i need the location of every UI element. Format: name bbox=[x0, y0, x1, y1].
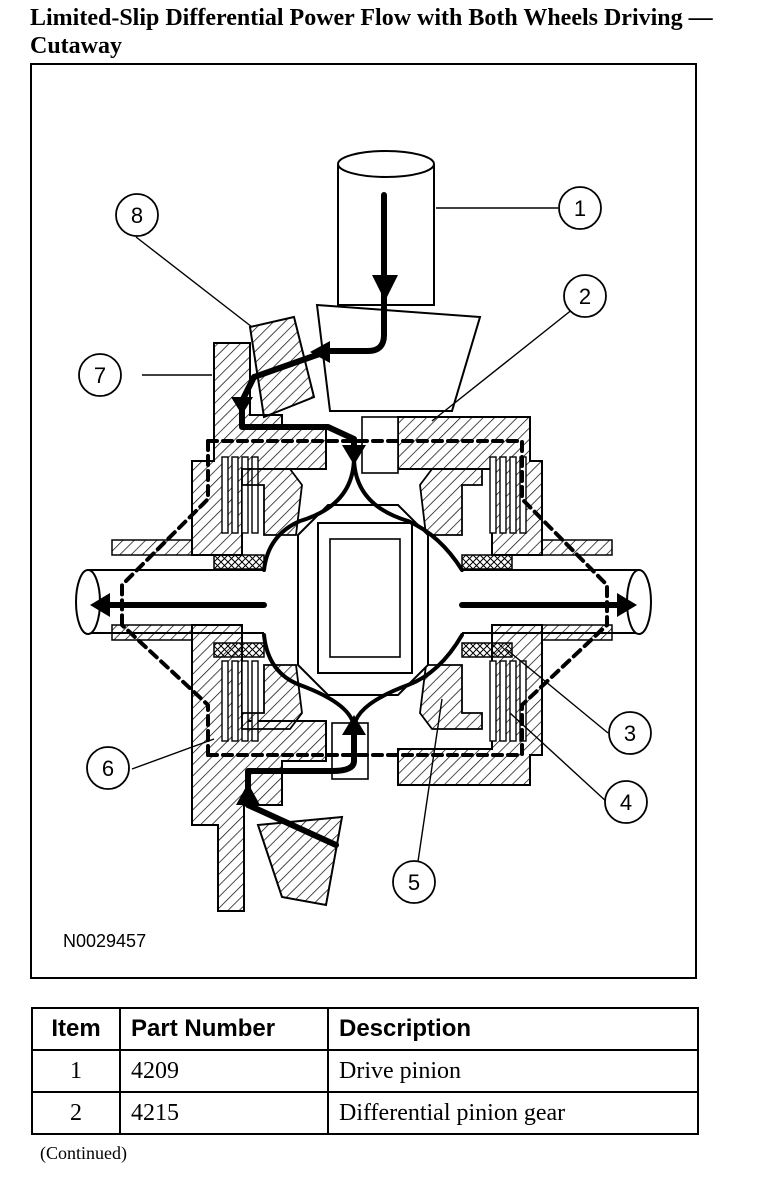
table-row: 2 4215 Differential pinion gear bbox=[31, 1091, 699, 1135]
parts-table: Item Part Number Description 1 4209 Driv… bbox=[31, 1007, 699, 1135]
table-row: 1 4209 Drive pinion bbox=[31, 1049, 699, 1093]
callout-leaders bbox=[131, 207, 609, 876]
cell-description: Differential pinion gear bbox=[327, 1091, 699, 1135]
right-side-gear-lower bbox=[419, 664, 483, 730]
cell-part-number: 4215 bbox=[119, 1091, 329, 1135]
table-header-row: Item Part Number Description bbox=[31, 1007, 699, 1051]
callout-5: 5 bbox=[392, 860, 436, 904]
cell-item: 2 bbox=[31, 1091, 121, 1135]
left-side-gear-lower bbox=[241, 664, 303, 730]
power-flow-arrows bbox=[107, 192, 620, 848]
drive-pinion-shaft bbox=[315, 150, 482, 412]
svg-text:2: 2 bbox=[579, 284, 591, 309]
cutaway-figure: 1 2 3 4 5 6 7 8 N0029457 bbox=[30, 63, 697, 979]
pinion-shaft-center bbox=[297, 416, 429, 780]
arrow-heads bbox=[90, 275, 637, 805]
header-description: Description bbox=[327, 1007, 699, 1051]
header-part-number: Part Number bbox=[119, 1007, 329, 1051]
clutch-packs bbox=[221, 456, 527, 742]
figure-id: N0029457 bbox=[63, 931, 147, 951]
cell-part-number: 4209 bbox=[119, 1049, 329, 1093]
callout-1: 1 bbox=[558, 186, 602, 230]
continued-note: (Continued) bbox=[40, 1143, 127, 1163]
callout-4: 4 bbox=[604, 780, 648, 824]
callout-8: 8 bbox=[115, 193, 159, 237]
callout-7: 7 bbox=[78, 353, 122, 397]
svg-text:3: 3 bbox=[624, 721, 636, 746]
page-title: Limited-Slip Differential Power Flow wit… bbox=[30, 5, 713, 59]
svg-text:4: 4 bbox=[620, 790, 632, 815]
differential-cutaway-illustration: 1 2 3 4 5 6 7 8 bbox=[75, 150, 652, 912]
svg-text:5: 5 bbox=[408, 870, 420, 895]
callout-3: 3 bbox=[608, 711, 652, 755]
callout-6: 6 bbox=[86, 746, 130, 790]
header-item: Item bbox=[31, 1007, 121, 1051]
callout-circles: 1 2 3 4 5 6 7 8 bbox=[78, 186, 652, 904]
axle-shafts bbox=[75, 569, 652, 635]
svg-text:8: 8 bbox=[131, 203, 143, 228]
callout-2: 2 bbox=[563, 274, 607, 318]
svg-text:1: 1 bbox=[574, 196, 586, 221]
svg-text:7: 7 bbox=[94, 363, 106, 388]
svg-text:6: 6 bbox=[102, 756, 114, 781]
right-side-gear bbox=[419, 468, 483, 536]
cell-item: 1 bbox=[31, 1049, 121, 1093]
cell-description: Drive pinion bbox=[327, 1049, 699, 1093]
